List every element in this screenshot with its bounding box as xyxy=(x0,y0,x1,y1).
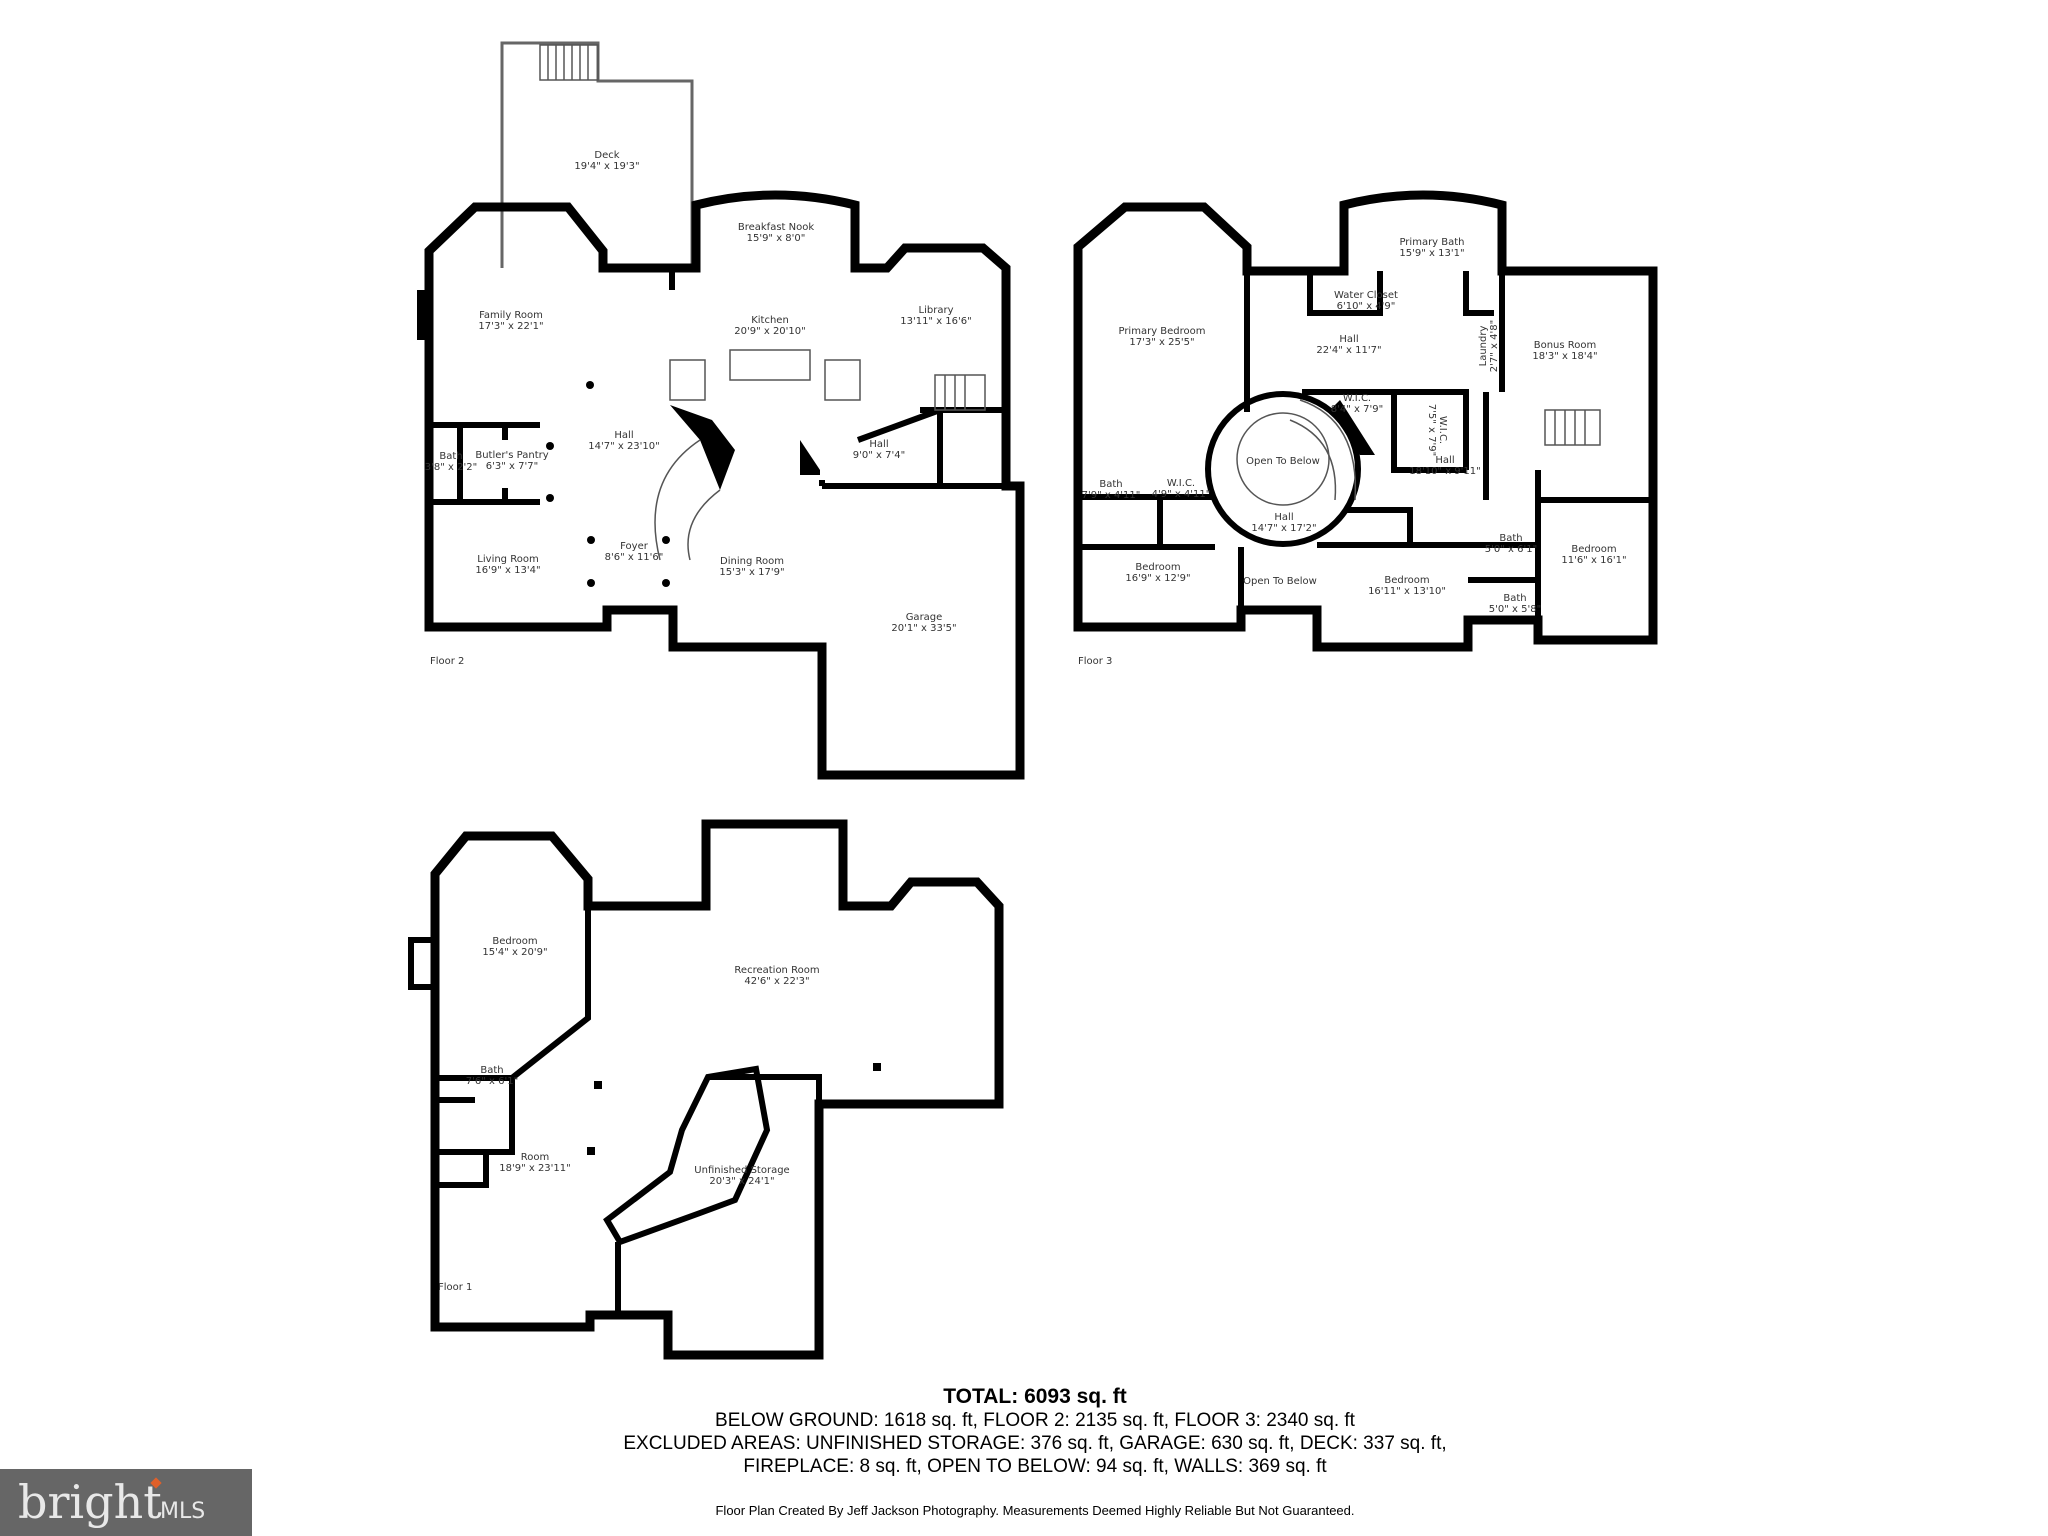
floor-2-title: Floor 2 xyxy=(430,656,464,667)
rotunda-wall xyxy=(1205,391,1361,547)
main-staircase xyxy=(654,349,861,561)
room-label: Open To Below xyxy=(1243,576,1317,587)
wall-pillar xyxy=(800,440,820,475)
floor-2-interior-walls xyxy=(429,268,1006,505)
floor-2-exterior-walls xyxy=(424,190,1025,780)
floor-3-plan xyxy=(1073,190,1658,652)
credit-disclaimer: Floor Plan Created By Jeff Jackson Photo… xyxy=(715,1503,1355,1518)
room-label: Open To Below xyxy=(1246,456,1320,467)
bright-mls-logo: bright MLS xyxy=(0,1469,252,1536)
excluded-areas-continued: FIREPLACE: 8 sq. ft, OPEN TO BELOW: 94 s… xyxy=(743,1456,1327,1477)
floor-1-plan xyxy=(408,819,1004,1360)
floor-1-exterior-walls xyxy=(430,819,1004,1360)
upper-staircase xyxy=(1289,399,1601,501)
floor-3-exterior-walls xyxy=(1073,190,1658,652)
floor-1-interior-walls xyxy=(435,906,822,1315)
floor-2-plan xyxy=(417,41,1025,780)
total-area: TOTAL: 6093 sq. ft xyxy=(943,1385,1127,1408)
logo-brand: bright xyxy=(18,1475,162,1529)
library-stairs xyxy=(934,374,986,411)
deck-stairs xyxy=(539,44,599,81)
upper-staircase-wall xyxy=(1330,400,1375,455)
columns xyxy=(587,1063,881,1155)
floor-3-interior-walls xyxy=(1078,271,1653,640)
logo-suffix: MLS xyxy=(160,1499,206,1524)
window-well xyxy=(408,937,438,990)
floor-1-title: Floor 1 xyxy=(438,1282,472,1293)
fireplace xyxy=(417,290,431,340)
room-label: W.I.C.8'4" x 7'9" xyxy=(1331,393,1383,415)
main-staircase-core xyxy=(670,405,735,490)
excluded-areas: EXCLUDED AREAS: UNFINISHED STORAGE: 376 … xyxy=(623,1433,1447,1454)
room-label: W.I.C.7'5" x 7'9" xyxy=(1426,404,1448,456)
floor-3-title: Floor 3 xyxy=(1078,656,1112,667)
room-label: W.I.C.4'9" x 4'11" xyxy=(1152,478,1211,500)
room-label: Laundry2'7" x 4'8" xyxy=(1478,320,1500,372)
open-to-below-circle xyxy=(1236,412,1330,506)
floor-areas: BELOW GROUND: 1618 sq. ft, FLOOR 2: 2135… xyxy=(715,1410,1355,1431)
columns xyxy=(546,381,670,587)
